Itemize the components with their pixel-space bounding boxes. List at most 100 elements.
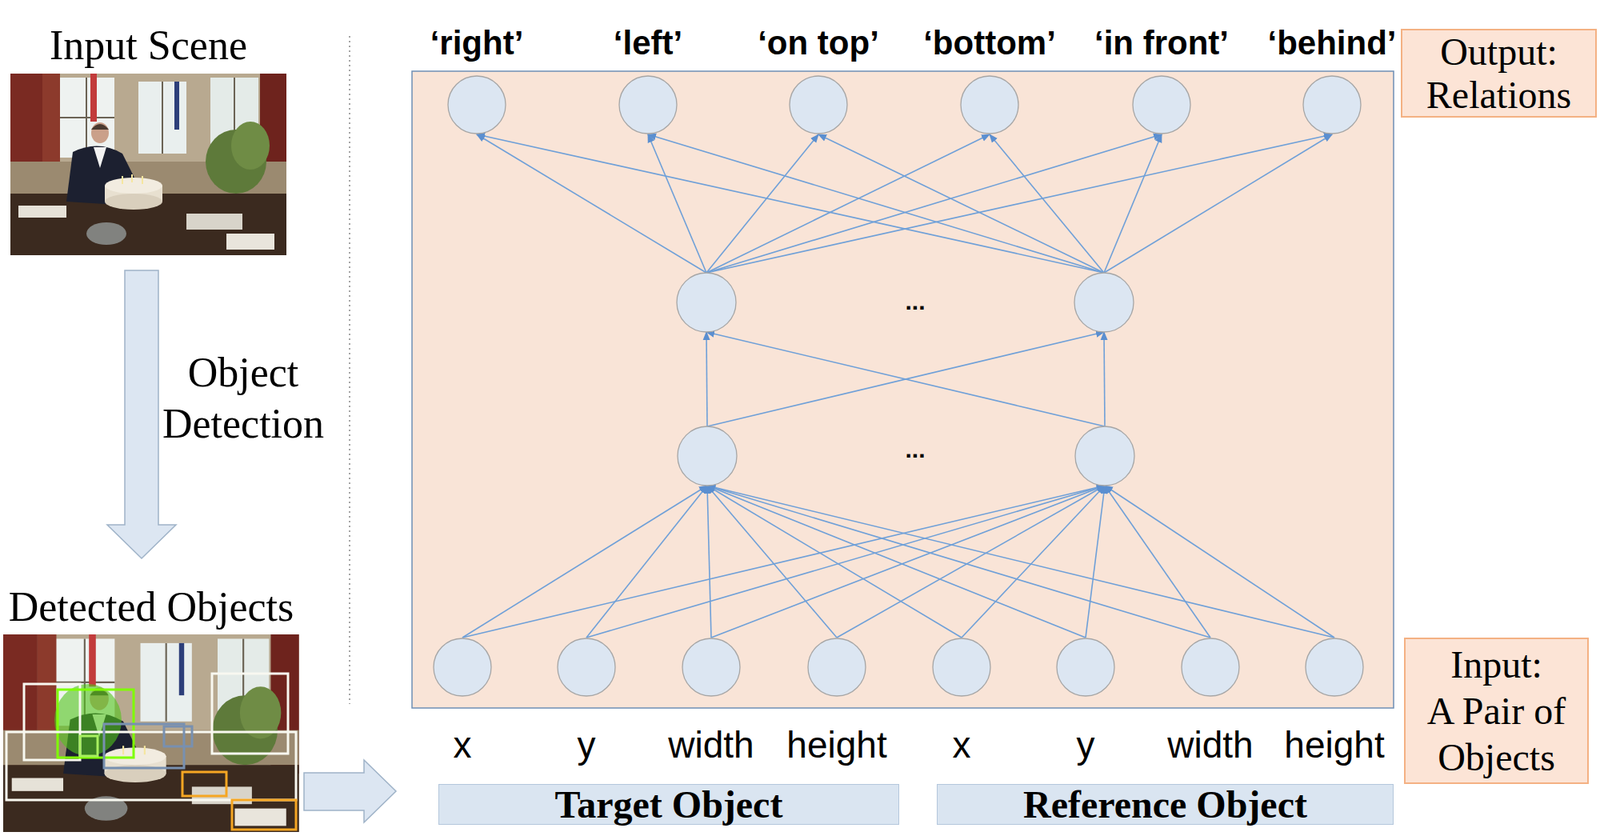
detection-box <box>6 732 296 800</box>
input-neuron: x <box>432 637 492 697</box>
neuron-outline <box>556 637 616 697</box>
neuron-circle <box>1181 638 1240 696</box>
hidden-neuron <box>1074 272 1134 332</box>
detected-photo <box>3 634 300 832</box>
neuron-circle <box>619 76 677 134</box>
bar-text: Reference Object <box>1023 784 1308 825</box>
feature-label: width <box>668 725 754 764</box>
detection-box <box>232 800 296 830</box>
hidden-neuron <box>677 426 737 486</box>
side-tag: Output:Relations <box>1400 28 1597 118</box>
neuron-outline <box>618 75 678 135</box>
hidden-neuron <box>676 272 736 332</box>
neuron-circle <box>448 76 506 134</box>
relation-label: ‘bottom’ <box>923 24 1056 63</box>
neuron-outline <box>1056 637 1116 697</box>
neuron-outline <box>432 637 492 697</box>
ellipsis-mark: ... <box>875 285 956 318</box>
output-neuron: ‘right’ <box>447 75 507 135</box>
neuron-circle <box>1132 76 1191 134</box>
neuron-outline <box>788 75 848 135</box>
detection-box <box>182 772 227 796</box>
weight-link <box>961 485 1105 638</box>
weight-link <box>706 332 1105 427</box>
weight-link <box>462 485 708 638</box>
scene-photo <box>10 73 287 256</box>
neuron-outline <box>1304 637 1364 697</box>
input-neuron: width <box>681 637 741 697</box>
detection-box <box>212 673 288 754</box>
output-neuron: ‘behind’ <box>1302 75 1362 135</box>
edge-label: Object Detection <box>151 347 336 450</box>
input-neuron: width <box>1180 637 1240 697</box>
weight-link <box>836 485 1105 638</box>
panel-heading: Input Scene <box>10 21 287 70</box>
neuron-outline <box>681 637 741 697</box>
neuron-outline <box>447 75 507 135</box>
weight-link <box>707 485 1335 638</box>
weight-link <box>706 134 1162 273</box>
weight-link <box>706 134 990 273</box>
neuron-outline <box>932 637 992 697</box>
neuron-outline <box>1132 75 1192 135</box>
image-panel: Input Scene <box>10 21 287 256</box>
ellipsis-mark: ... <box>875 433 956 466</box>
input-neuron: x <box>932 637 992 697</box>
output-neuron: ‘bottom’ <box>960 75 1020 135</box>
side-tag: Input:A Pair of Objects <box>1404 637 1589 784</box>
block-arrow <box>304 760 396 823</box>
weight-link <box>586 485 708 638</box>
neuron-circle <box>789 76 848 134</box>
hidden-neurons <box>676 272 1135 486</box>
output-neuron: ‘on top’ <box>788 75 848 135</box>
weight-link <box>476 134 707 273</box>
output-neuron: ‘left’ <box>618 75 678 135</box>
detection-box <box>24 684 80 760</box>
network-links <box>462 134 1335 638</box>
neuron-circle <box>808 638 866 696</box>
detection-box <box>164 726 192 747</box>
weight-link <box>707 332 1104 427</box>
neuron-circle <box>1303 76 1361 134</box>
weight-link <box>648 134 1104 273</box>
divider-line <box>348 36 351 704</box>
weight-link <box>1104 332 1105 427</box>
relation-label: ‘right’ <box>430 24 524 63</box>
panel-heading: Detected Objects <box>3 583 300 632</box>
person-mask <box>54 684 122 756</box>
weight-link <box>818 134 1104 273</box>
weight-link <box>586 485 1105 638</box>
weight-link <box>1104 134 1162 273</box>
hidden-neuron <box>1075 426 1135 486</box>
relation-label: ‘behind’ <box>1268 24 1397 63</box>
feature-label: height <box>786 725 887 764</box>
feature-label: height <box>1284 725 1384 764</box>
neuron-outline <box>960 75 1020 135</box>
input-neuron: height <box>807 637 867 697</box>
tag-text: Output: <box>1440 30 1558 74</box>
feature-label: width <box>1167 725 1253 764</box>
weight-link <box>1104 485 1335 638</box>
weight-link <box>476 134 1104 273</box>
neuron-circle <box>433 638 492 696</box>
relation-label: ‘on top’ <box>757 24 880 63</box>
tag-text: A Pair of Objects <box>1412 688 1581 781</box>
neuron-circle <box>682 638 740 696</box>
neuron-outline <box>1180 637 1240 697</box>
weight-link <box>648 134 707 273</box>
feature-label: x <box>952 725 972 764</box>
network-panel <box>412 71 1394 708</box>
weight-link <box>989 134 1104 273</box>
weight-link <box>1104 134 1332 273</box>
neuron-circle <box>932 638 991 696</box>
tag-text: Input: <box>1450 641 1543 688</box>
output-neuron: ‘in front’ <box>1132 75 1192 135</box>
weight-link <box>1104 485 1211 638</box>
weight-link <box>706 332 708 427</box>
feature-label: y <box>1076 725 1096 764</box>
weight-link <box>711 485 1105 638</box>
neuron-outline <box>807 637 867 697</box>
input-neuron: height <box>1304 637 1364 697</box>
bar-text: Target Object <box>555 784 784 825</box>
